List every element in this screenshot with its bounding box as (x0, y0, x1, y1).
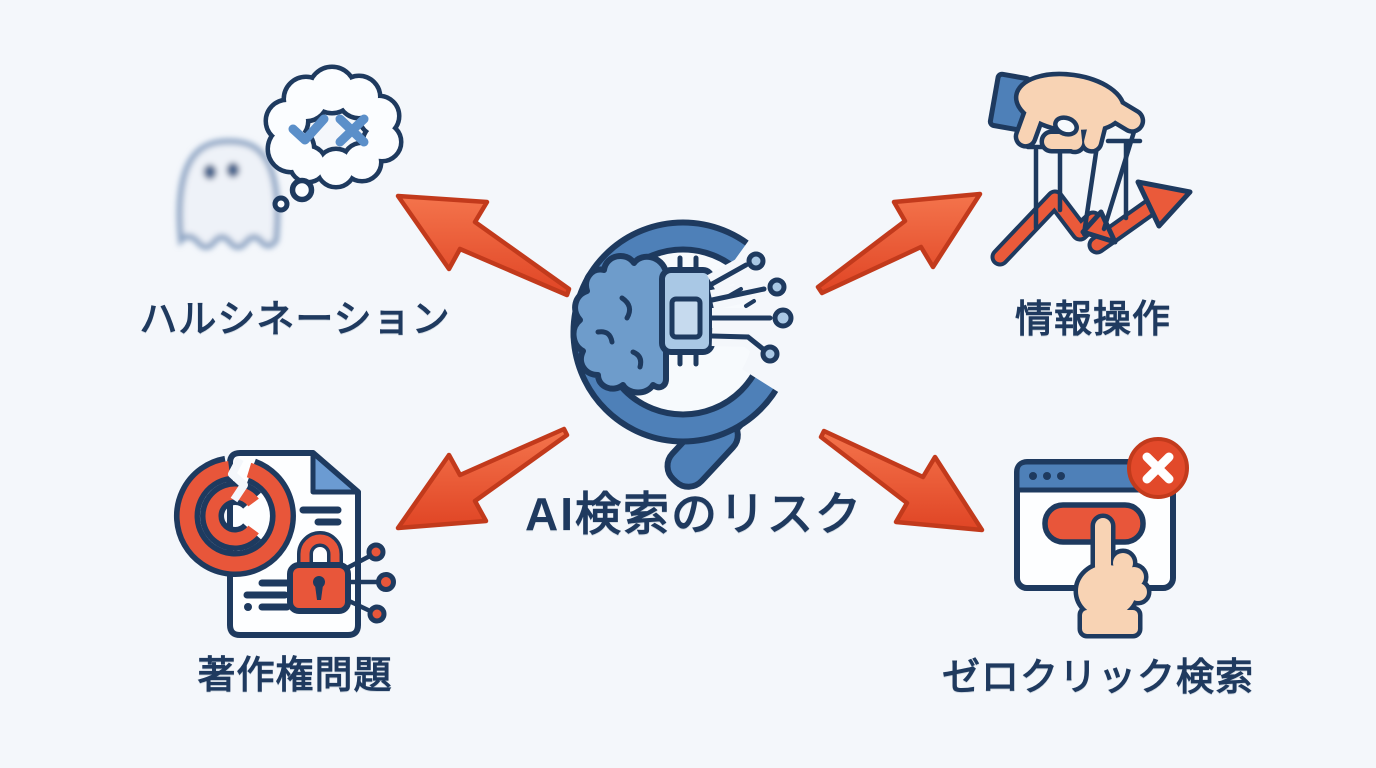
check-icon (288, 114, 329, 145)
puppet-strings (1025, 119, 1143, 237)
puppet-hand-icon (987, 70, 1144, 151)
ghost-icon (176, 138, 281, 250)
thought-bubble-icon (268, 69, 399, 213)
magnifier-brain-chip-icon (570, 219, 805, 490)
arrow-top-right (815, 191, 983, 296)
label-hallucination: ハルシネーション (139, 299, 451, 341)
x-mark-icon (335, 114, 369, 147)
arrow-top-left (395, 193, 572, 298)
browser-tap-blocked-icon (1014, 437, 1189, 634)
padlock-icon (287, 531, 351, 614)
puppet-hand-trend-arrows-icon (987, 70, 1193, 267)
circuit-traces (707, 251, 794, 364)
label-information-manipulation: 情報操作 (1014, 299, 1172, 341)
trend-arrows-icon (990, 179, 1193, 267)
center-title: AI検索のリスク (525, 488, 863, 540)
blocked-badge (1127, 437, 1189, 499)
arrow-bottom-right (818, 428, 985, 533)
x-icon (1142, 452, 1174, 484)
ghost-with-thought-bubble-icon (176, 69, 399, 250)
label-copyright-problem: 著作権問題 (197, 655, 393, 697)
brain-half (570, 252, 669, 396)
label-zero-click-search: ゼロクリック検索 (941, 657, 1255, 699)
broken-copyright-icon (173, 455, 296, 577)
arrow-bottom-left (395, 426, 570, 531)
browser-dots (1029, 472, 1065, 480)
radiating-arrows (395, 191, 985, 533)
broken-copyright-locked-document-icon (173, 450, 396, 638)
chip-half (659, 255, 715, 367)
